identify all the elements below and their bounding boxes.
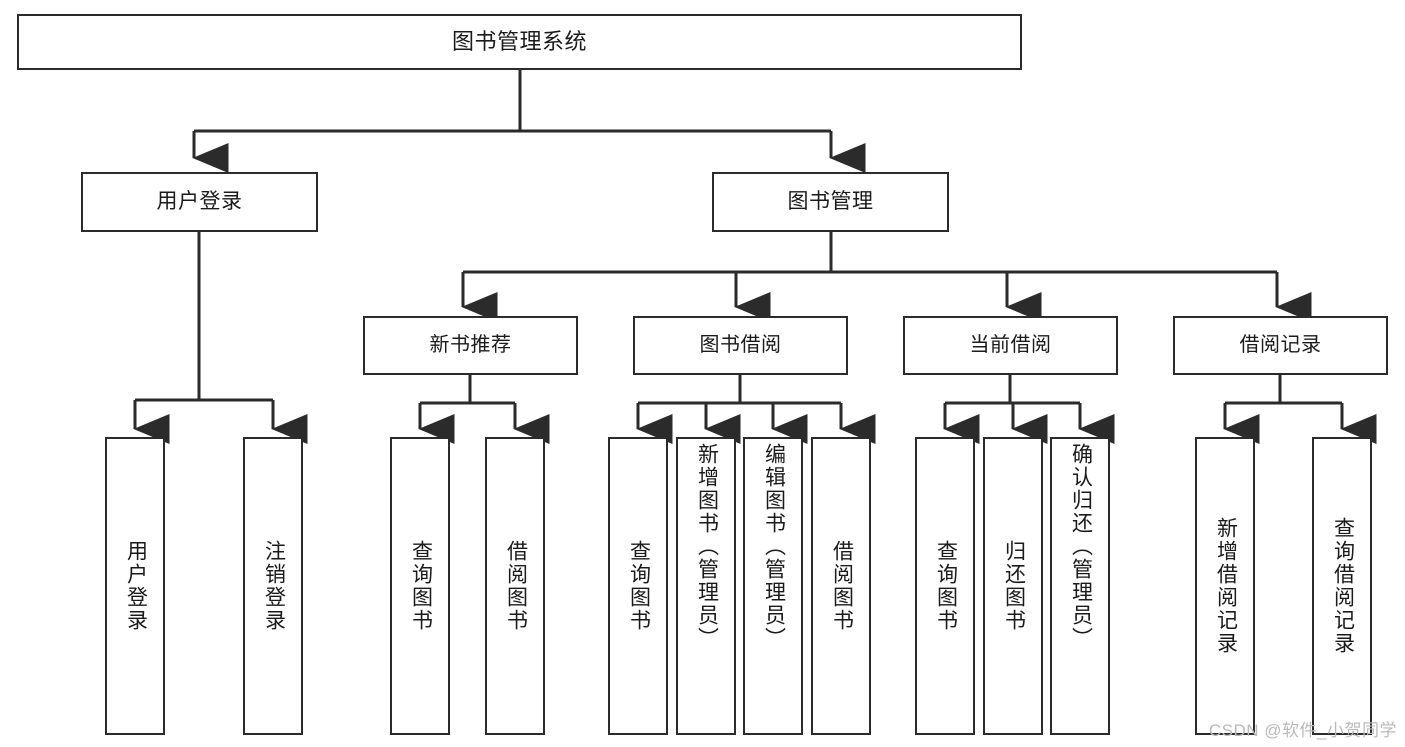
leaf-text-wrap: 查询图书 — [392, 439, 448, 733]
node-leaf-query-borrow-record[interactable]: 查询借阅记录 — [1312, 437, 1372, 735]
node-label: 查询图书 — [409, 540, 433, 632]
node-book-borrow[interactable]: 图书借阅 — [633, 316, 848, 375]
node-leaf-add-book[interactable]: 新增图书（管理员） — [676, 437, 736, 735]
node-label: 新书推荐 — [429, 334, 512, 356]
leaf-text-wrap: 借阅图书 — [813, 439, 869, 733]
leaf-text-wrap: 查询图书 — [610, 439, 666, 733]
node-leaf-query-book-borrow[interactable]: 查询图书 — [608, 437, 668, 735]
node-label: 查询借阅记录 — [1331, 517, 1355, 655]
node-borrow-record[interactable]: 借阅记录 — [1173, 316, 1388, 375]
node-new-book-recommend[interactable]: 新书推荐 — [363, 316, 578, 375]
leaf-text-wrap: 新增借阅记录 — [1197, 439, 1253, 733]
node-label: 查询图书 — [934, 540, 958, 632]
node-leaf-query-book-current[interactable]: 查询图书 — [915, 437, 975, 735]
leaf-text-wrap: 编辑图书（管理员） — [745, 439, 801, 737]
leaf-text-wrap: 确认归还（管理员） — [1052, 439, 1108, 737]
leaf-text-wrap: 借阅图书 — [487, 439, 543, 733]
node-leaf-add-borrow-record[interactable]: 新增借阅记录 — [1195, 437, 1255, 735]
leaf-text-wrap: 归还图书 — [985, 439, 1041, 733]
leaf-text-wrap: 用户登录 — [107, 439, 163, 733]
leaf-text-wrap: 注销登录 — [245, 439, 301, 733]
node-label: 用户登录 — [156, 189, 243, 213]
node-leaf-edit-book[interactable]: 编辑图书（管理员） — [743, 437, 803, 735]
node-label: 确认归还（管理员） — [1069, 443, 1093, 650]
node-label: 注销登录 — [262, 540, 286, 632]
node-label: 编辑图书（管理员） — [762, 443, 786, 650]
node-label: 查询图书 — [627, 540, 651, 632]
node-label: 新增借阅记录 — [1214, 517, 1238, 655]
node-leaf-return-book[interactable]: 归还图书 — [983, 437, 1043, 735]
node-label: 借阅图书 — [830, 540, 854, 632]
node-leaf-user-logout[interactable]: 注销登录 — [243, 437, 303, 735]
node-label: 借阅记录 — [1239, 334, 1322, 356]
leaf-text-wrap: 查询借阅记录 — [1314, 439, 1370, 733]
node-user-login[interactable]: 用户登录 — [81, 172, 318, 232]
node-leaf-confirm-return[interactable]: 确认归还（管理员） — [1050, 437, 1110, 735]
node-label: 当前借阅 — [969, 334, 1052, 356]
node-book-management-system[interactable]: 图书管理系统 — [17, 14, 1022, 70]
node-leaf-query-book-recommend[interactable]: 查询图书 — [390, 437, 450, 735]
node-label: 图书管理 — [787, 189, 874, 213]
node-current-borrow[interactable]: 当前借阅 — [903, 316, 1118, 375]
node-label: 用户登录 — [124, 540, 148, 632]
node-label: 图书管理系统 — [451, 29, 587, 55]
node-label: 图书借阅 — [699, 334, 782, 356]
node-label: 新增图书（管理员） — [695, 443, 719, 650]
leaf-text-wrap: 新增图书（管理员） — [678, 439, 734, 737]
node-book-management[interactable]: 图书管理 — [712, 172, 949, 232]
leaf-text-wrap: 查询图书 — [917, 439, 973, 733]
node-leaf-user-login[interactable]: 用户登录 — [105, 437, 165, 735]
node-leaf-borrow-book-recommend[interactable]: 借阅图书 — [485, 437, 545, 735]
node-label: 归还图书 — [1002, 540, 1026, 632]
node-leaf-borrow-book[interactable]: 借阅图书 — [811, 437, 871, 735]
csdn-watermark: CSDN @软件_小贺同学 — [1208, 721, 1397, 740]
node-label: 借阅图书 — [504, 540, 528, 632]
